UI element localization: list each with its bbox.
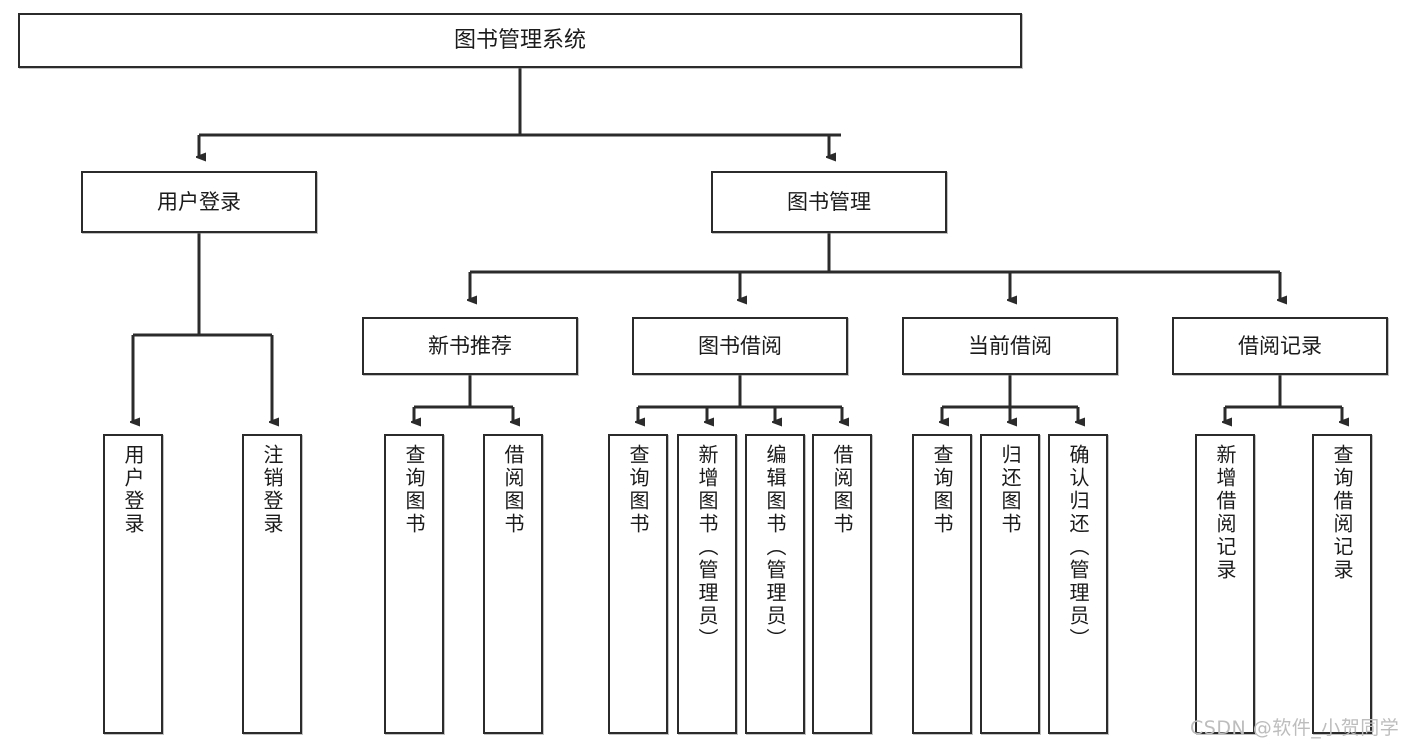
node-label: 编辑图书（管理员） — [763, 444, 787, 651]
node-leaf-return-book[interactable]: 归还图书 — [980, 434, 1040, 734]
node-label: 借阅记录 — [1238, 333, 1322, 358]
node-leaf-query-book-borrow[interactable]: 查询图书 — [608, 434, 668, 734]
node-book-manage[interactable]: 图书管理 — [711, 171, 947, 233]
node-new-book-recommend[interactable]: 新书推荐 — [362, 317, 578, 375]
node-label: 新书推荐 — [428, 333, 512, 358]
node-label: 查询图书 — [626, 444, 650, 536]
node-leaf-confirm-return[interactable]: 确认归还（管理员） — [1048, 434, 1108, 734]
node-label: 图书管理系统 — [453, 27, 586, 53]
node-current-borrow[interactable]: 当前借阅 — [902, 317, 1118, 375]
node-leaf-edit-book[interactable]: 编辑图书（管理员） — [745, 434, 805, 734]
node-label: 当前借阅 — [968, 333, 1052, 358]
node-label: 确认归还（管理员） — [1066, 444, 1090, 651]
node-leaf-user-logout[interactable]: 注销登录 — [242, 434, 302, 734]
node-leaf-borrow-book[interactable]: 借阅图书 — [812, 434, 872, 734]
node-label: 用户登录 — [121, 444, 145, 536]
csdn-watermark: CSDN @软件_小贺同学 — [1190, 717, 1400, 739]
node-leaf-query-book-current[interactable]: 查询图书 — [912, 434, 972, 734]
node-leaf-query-record[interactable]: 查询借阅记录 — [1312, 434, 1372, 734]
node-label: 图书管理 — [787, 189, 871, 214]
node-label: 注销登录 — [260, 444, 284, 536]
node-leaf-borrow-book-recommend[interactable]: 借阅图书 — [483, 434, 543, 734]
node-label: 图书借阅 — [698, 333, 782, 358]
node-label: 新增借阅记录 — [1213, 444, 1237, 582]
node-label: 借阅图书 — [830, 444, 854, 536]
node-leaf-add-record[interactable]: 新增借阅记录 — [1195, 434, 1255, 734]
node-leaf-add-book[interactable]: 新增图书（管理员） — [677, 434, 737, 734]
node-leaf-query-book-recommend[interactable]: 查询图书 — [384, 434, 444, 734]
node-borrow-record[interactable]: 借阅记录 — [1172, 317, 1388, 375]
node-label: 查询图书 — [402, 444, 426, 536]
node-leaf-user-login[interactable]: 用户登录 — [103, 434, 163, 734]
node-root-system[interactable]: 图书管理系统 — [18, 13, 1022, 68]
node-label: 归还图书 — [998, 444, 1022, 536]
node-label: 查询借阅记录 — [1330, 444, 1354, 582]
node-book-borrow[interactable]: 图书借阅 — [632, 317, 848, 375]
node-user-login[interactable]: 用户登录 — [81, 171, 317, 233]
node-label: 查询图书 — [930, 444, 954, 536]
node-label: 用户登录 — [157, 189, 241, 214]
node-label: 借阅图书 — [501, 444, 525, 536]
node-label: 新增图书（管理员） — [695, 444, 719, 651]
